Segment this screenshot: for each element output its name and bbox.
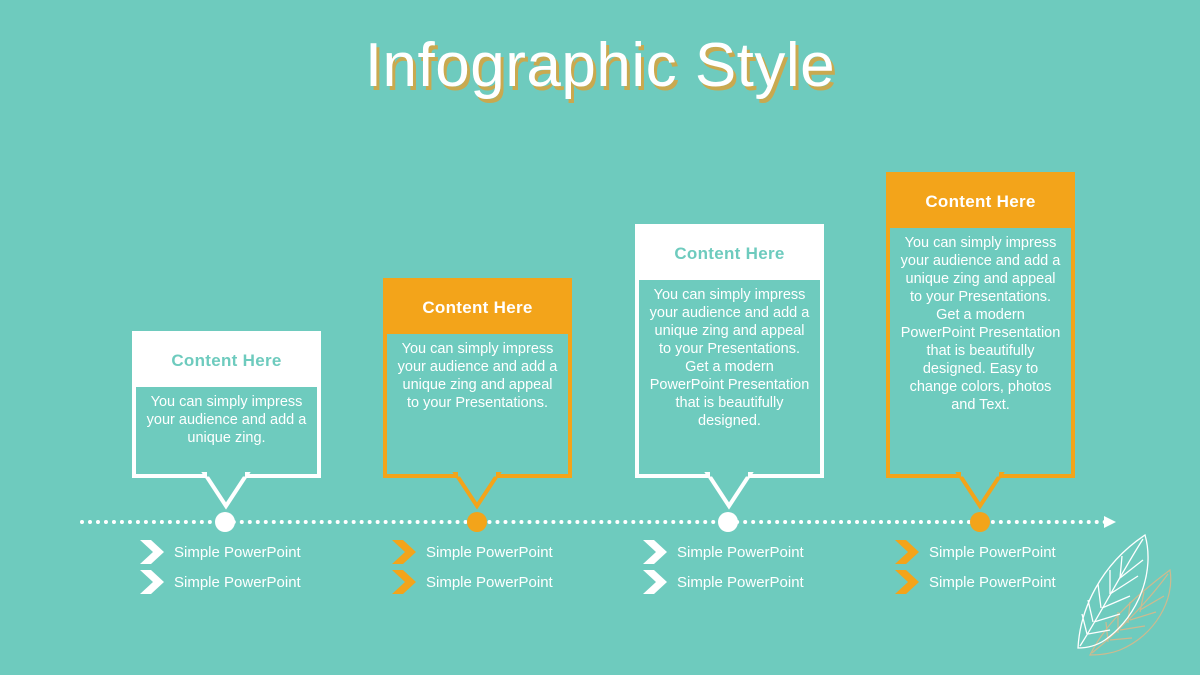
timeline-line <box>80 520 1108 524</box>
card-text: You can simply impress your audience and… <box>397 341 558 411</box>
timeline-dot-3 <box>718 512 738 532</box>
card-pointer <box>452 471 502 510</box>
timeline-item-label: Simple PowerPoint <box>677 543 804 561</box>
card-heading: Content Here <box>890 176 1071 228</box>
chevron-right-icon <box>392 570 416 594</box>
timeline-item-label: Simple PowerPoint <box>677 573 804 591</box>
content-card-1: Content Here You can simply impress your… <box>132 331 321 478</box>
timeline-item: Simple PowerPoint <box>392 539 553 565</box>
timeline-item: Simple PowerPoint <box>895 569 1056 595</box>
timeline-dot-1 <box>215 512 235 532</box>
timeline-item: Simple PowerPoint <box>895 539 1056 565</box>
chevron-right-icon <box>140 540 164 564</box>
leaf-icon <box>1077 533 1172 656</box>
chevron-right-icon <box>895 540 919 564</box>
timeline-item-label: Simple PowerPoint <box>426 573 553 591</box>
timeline-arrow-icon <box>1104 516 1116 528</box>
card-text: You can simply impress your audience and… <box>900 235 1061 413</box>
timeline-item: Simple PowerPoint <box>643 569 804 595</box>
timeline-dot-4 <box>970 512 990 532</box>
slide-title: Infographic Style <box>364 31 836 100</box>
timeline-item-label: Simple PowerPoint <box>929 543 1056 561</box>
card-heading: Content Here <box>387 282 568 334</box>
timeline-item-label: Simple PowerPoint <box>929 573 1056 591</box>
card-text: You can simply impress your audience and… <box>146 394 307 446</box>
chevron-right-icon <box>643 540 667 564</box>
timeline-item-label: Simple PowerPoint <box>426 543 553 561</box>
card-text: You can simply impress your audience and… <box>649 287 810 429</box>
chevron-right-icon <box>140 570 164 594</box>
timeline-item: Simple PowerPoint <box>643 539 804 565</box>
chevron-right-icon <box>895 570 919 594</box>
timeline-item-label: Simple PowerPoint <box>174 543 301 561</box>
card-pointer <box>704 471 754 510</box>
chevron-right-icon <box>392 540 416 564</box>
timeline-item-label: Simple PowerPoint <box>174 573 301 591</box>
content-card-2: Content Here You can simply impress your… <box>383 278 572 478</box>
card-heading: Content Here <box>639 228 820 280</box>
card-heading: Content Here <box>136 335 317 387</box>
timeline-item: Simple PowerPoint <box>140 539 301 565</box>
timeline-item: Simple PowerPoint <box>392 569 553 595</box>
card-pointer <box>201 471 251 510</box>
timeline-dot-2 <box>467 512 487 532</box>
chevron-right-icon <box>643 570 667 594</box>
timeline-item: Simple PowerPoint <box>140 569 301 595</box>
content-card-3: Content Here You can simply impress your… <box>635 224 824 478</box>
card-pointer <box>955 471 1005 510</box>
content-card-4: Content Here You can simply impress your… <box>886 172 1075 478</box>
